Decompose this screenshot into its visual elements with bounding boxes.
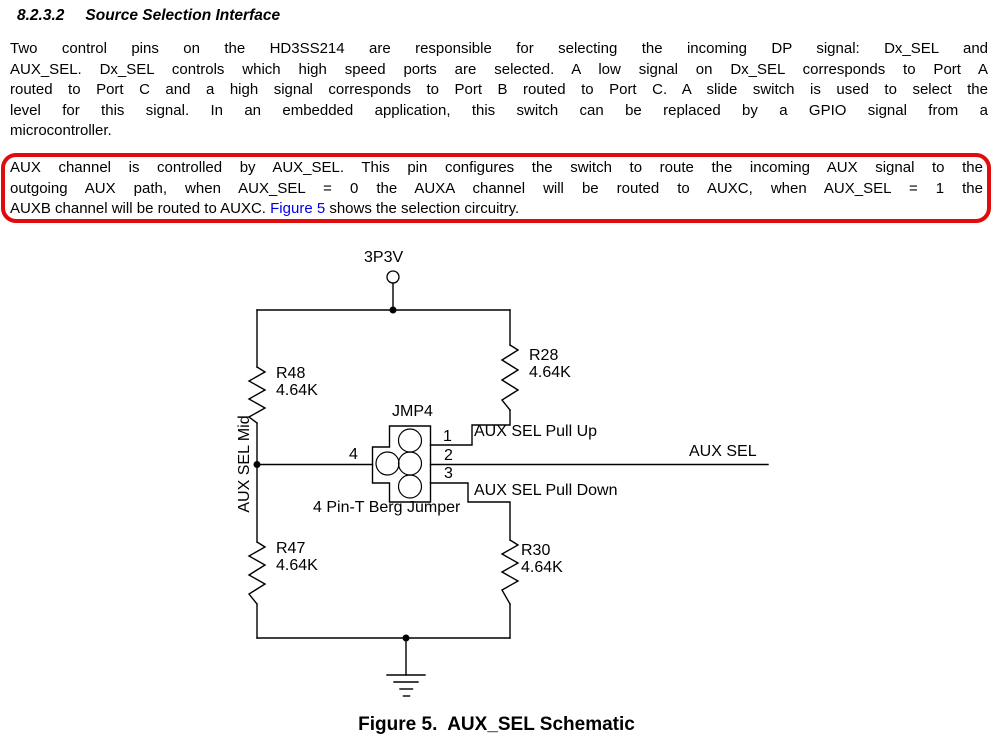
section-heading: 8.2.3.2 Source Selection Interface <box>17 7 280 25</box>
highlighted-paragraph: AUX channel is controlled by AUX_SEL. Th… <box>10 158 983 220</box>
figure-5-link[interactable]: Figure 5 <box>270 200 326 218</box>
power-terminal-icon <box>386 270 400 284</box>
paragraph-line: microcontroller. <box>10 122 112 140</box>
r28-ref-label: R28 <box>529 347 559 364</box>
paragraph-line: AUX_SEL. Dx_SEL controls which high spee… <box>10 60 988 78</box>
ground-icon <box>386 637 426 697</box>
r30-ref-label: R30 <box>521 542 551 559</box>
pull-down-wire <box>429 482 511 541</box>
resistor-r48-symbol <box>247 366 267 424</box>
pin4-number: 4 <box>349 446 358 463</box>
pin3-number: 3 <box>444 465 453 482</box>
section-title: Source Selection Interface <box>85 7 281 24</box>
pull-up-wire <box>429 409 511 446</box>
pin1-number: 1 <box>443 428 452 445</box>
net-pull-up-label: AUX SEL Pull Up <box>474 423 598 440</box>
jumper-desc-label: 4 Pin-T Berg Jumper <box>313 499 461 516</box>
paragraph-line: level for this signal. In an embedded ap… <box>10 101 988 119</box>
jumper-pin-circle <box>397 451 423 476</box>
jumper-outline <box>371 425 432 503</box>
net-pull-down-label: AUX SEL Pull Down <box>474 482 618 499</box>
resistor-r47-symbol <box>247 541 267 605</box>
paragraph-line: AUXB channel will be routed to AUXC. Fig… <box>10 199 983 220</box>
paragraph-line: AUX channel is controlled by AUX_SEL. Th… <box>10 159 983 176</box>
resistor-r30-symbol <box>500 539 520 605</box>
paragraph-line: routed to Port C and a high signal corre… <box>10 81 988 99</box>
paragraph-line: outgoing AUX path, when AUX_SEL = 0 the … <box>10 179 983 197</box>
r48-ref-label: R48 <box>276 365 306 382</box>
figure-caption: Figure 5. AUX_SEL Schematic <box>358 714 635 735</box>
r47-ref-label: R47 <box>276 540 306 557</box>
jumper-pin-circle <box>375 451 400 476</box>
body-paragraph: Two control pins on the HD3SS214 are res… <box>10 39 988 142</box>
jumper-pin-circle <box>397 474 423 499</box>
jumper-ref-label: JMP4 <box>392 403 433 420</box>
net-aux-sel-label: AUX SEL <box>689 443 757 460</box>
pin2-number: 2 <box>444 447 453 464</box>
jumper-pin-circle <box>397 428 423 453</box>
r30-value-label: 4.64K <box>521 559 563 576</box>
net-aux-sel-mid-label: AUX SEL Mid <box>236 415 253 513</box>
resistor-r28-symbol <box>500 344 520 411</box>
r47-value-label: 4.64K <box>276 557 318 574</box>
section-number: 8.2.3.2 <box>17 7 65 24</box>
paragraph-line: Two control pins on the HD3SS214 are res… <box>10 40 988 57</box>
r48-value-label: 4.64K <box>276 382 318 399</box>
paragraph-text: AUXB channel will be routed to AUXC. <box>10 200 271 218</box>
paragraph-text: shows the selection circuitry. <box>325 200 520 218</box>
highlight-annotation: AUX channel is controlled by AUX_SEL. Th… <box>1 153 991 223</box>
r28-value-label: 4.64K <box>529 364 571 381</box>
power-net-label: 3P3V <box>364 249 404 266</box>
